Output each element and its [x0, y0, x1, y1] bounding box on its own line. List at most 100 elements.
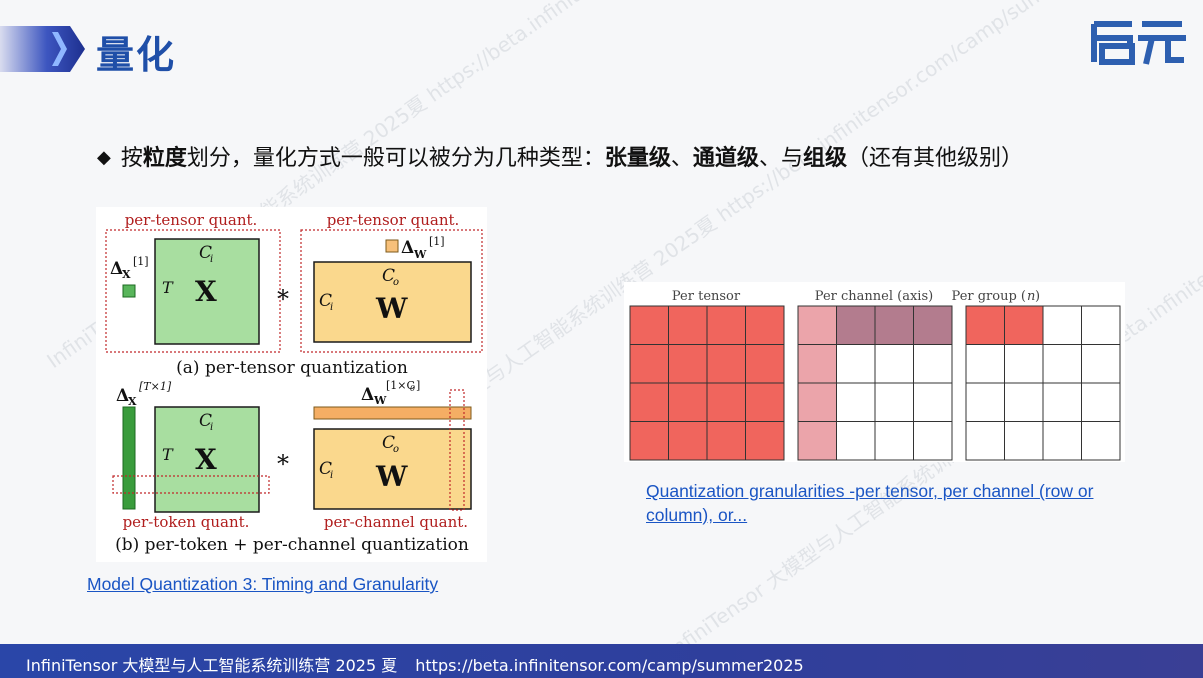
- panel-title-per-tensor: Per tensor: [672, 289, 741, 304]
- grid-cell: [629, 382, 669, 422]
- bullet-bold-tensor: 张量级: [604, 146, 671, 171]
- bullet-separator: 、与: [758, 146, 803, 171]
- grid-cell: [745, 382, 785, 422]
- multiply-symbol: *: [277, 285, 289, 313]
- per-token-box: [112, 475, 270, 494]
- co-label: C: [382, 266, 395, 286]
- panel-title-per-channel: Per channel (axis): [815, 289, 933, 304]
- grid-cell: [1004, 421, 1044, 461]
- grid-cell: [1042, 421, 1082, 461]
- grid-cell: [1081, 305, 1121, 345]
- page-title: 量化: [96, 33, 177, 77]
- ci-sub-w2: i: [330, 470, 333, 481]
- label-per-tensor-x: per-tensor quant.: [125, 211, 258, 229]
- link-quantization-granularities[interactable]: Quantization granularities -per tensor, …: [646, 481, 1094, 525]
- delta-x2-symbol: Δ: [116, 386, 129, 406]
- grid-cell: [965, 305, 1005, 345]
- caption-b: (b) per-token + per-channel quantization: [115, 535, 469, 555]
- delta-w2-sub: W: [373, 394, 387, 407]
- ci-label: C: [199, 243, 212, 263]
- grid-cell: [745, 305, 785, 345]
- caption-a: (a) per-tensor quantization: [176, 358, 408, 378]
- grid-cell: [1081, 344, 1121, 384]
- grid-cell: [668, 421, 708, 461]
- grid-cell: [874, 305, 914, 345]
- delta-x2-sup: [T×1]: [139, 380, 172, 393]
- delta-w2-bar: [313, 406, 472, 420]
- delta-x-square: [122, 284, 136, 298]
- grid-cell: [965, 382, 1005, 422]
- grid-cell: [1081, 421, 1121, 461]
- label-per-token: per-token quant.: [123, 513, 250, 531]
- co-label-2: C: [382, 433, 395, 453]
- delta-w2-sup: [1×C: [386, 379, 415, 392]
- grid-cell: [913, 305, 953, 345]
- matrix-x2: [154, 406, 260, 513]
- granularity-grids: Per tensor Per channel (axis) Per group …: [624, 282, 1125, 462]
- delta-x-sub: X: [122, 268, 131, 281]
- delta-w2-sup-end: ]: [416, 379, 420, 392]
- grid-cell: [1004, 344, 1044, 384]
- grid-cell: [1042, 305, 1082, 345]
- multiply-symbol-2: *: [277, 450, 289, 478]
- grid-cell: [836, 421, 876, 461]
- grid-cell: [797, 421, 837, 461]
- grid-cell: [797, 382, 837, 422]
- grid-cell: [797, 344, 837, 384]
- bullet-bold-granularity: 粒度: [142, 146, 187, 171]
- grid-cell: [874, 382, 914, 422]
- grid-cell: [1004, 305, 1044, 345]
- w-label-2: W: [375, 460, 408, 493]
- grid-cell: [836, 382, 876, 422]
- grid-cell: [745, 344, 785, 384]
- per-channel-box: [449, 389, 465, 511]
- footer-title: InfiniTensor 大模型与人工智能系统训练营 2025 夏: [26, 656, 398, 675]
- delta-w2-sup-sub: 0: [410, 384, 415, 393]
- ci-sub-w: i: [330, 302, 333, 313]
- delta-w-square: [385, 239, 399, 253]
- panel-title-per-group: Per group (: [952, 289, 1026, 304]
- grid-cell: [965, 421, 1005, 461]
- delta-w-sup: [1]: [429, 235, 445, 248]
- grid-cell: [836, 344, 876, 384]
- bullet-prefix: 按: [120, 146, 143, 171]
- t-label-2: T: [162, 445, 174, 464]
- grid-cell: [668, 344, 708, 384]
- grid-cell: [874, 344, 914, 384]
- link-model-quantization[interactable]: Model Quantization 3: Timing and Granula…: [87, 574, 439, 594]
- grid-cell: [668, 382, 708, 422]
- brand-logo: [1091, 21, 1186, 65]
- ci-label-w2: C: [319, 459, 332, 479]
- quantization-diagram: per-tensor quant. per-tensor quant. Δ X …: [96, 207, 487, 562]
- bullet-suffix: （还有其他级别）: [846, 146, 1023, 171]
- bullet-separator: 、: [670, 146, 693, 171]
- label-per-tensor-w: per-tensor quant.: [327, 211, 460, 229]
- grid-cell: [874, 421, 914, 461]
- delta-w2-symbol: Δ: [361, 385, 374, 405]
- delta-x-symbol: Δ: [110, 259, 123, 279]
- grid-cell: [706, 305, 746, 345]
- grid-cell: [629, 344, 669, 384]
- co-sub-2: o: [393, 444, 399, 455]
- grid-cell: [1042, 382, 1082, 422]
- panel-title-group-n: n: [1027, 289, 1035, 304]
- co-sub: o: [393, 277, 399, 288]
- matrix-w2: [313, 428, 472, 510]
- grid-cell: [1004, 382, 1044, 422]
- delta-x2-bar: [122, 406, 136, 510]
- grid-cell: [1042, 344, 1082, 384]
- diamond-bullet-icon: ◆: [97, 147, 111, 168]
- x-label-2: X: [195, 443, 217, 476]
- grid-cell: [629, 421, 669, 461]
- grid-cell: [745, 421, 785, 461]
- bullet-middle: 划分，量化方式一般可以被分为几种类型：: [186, 146, 605, 171]
- bullet-bold-channel: 通道级: [692, 146, 759, 171]
- delta-x-sup: [1]: [133, 255, 149, 268]
- delta-w-sub: W: [413, 248, 427, 261]
- grid-cell: [965, 344, 1005, 384]
- title-chevron-bar: [0, 26, 85, 72]
- grid-cell: [629, 305, 669, 345]
- grid-cell: [706, 382, 746, 422]
